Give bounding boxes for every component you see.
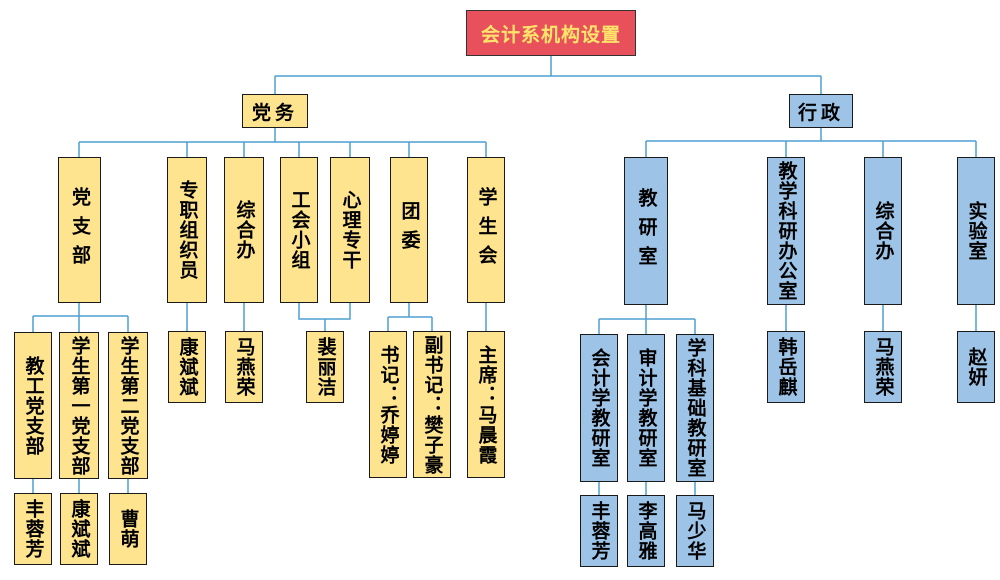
office-unit-admin: 综合办 — [864, 157, 902, 305]
org-chart-title: 会计系机构设置 — [466, 10, 636, 56]
student-union-chair: 主席：马晨霞 — [467, 331, 505, 478]
foundation-research-unit: 学科基础教研室 — [676, 334, 714, 482]
organizer-unit: 专职组织员 — [167, 157, 207, 303]
audit-research-unit: 审计学教研室 — [627, 334, 665, 482]
league-secretary: 书记：乔婷婷 — [369, 331, 407, 478]
academic-office-unit: 教学科研办公室 — [767, 157, 805, 305]
party-branch-unit: 党支部 — [58, 157, 101, 303]
league-deputy-secretary: 副书记：樊子豪 — [413, 331, 451, 478]
staff-branch-person: 丰蓉芳 — [14, 493, 52, 565]
party-branch-box: 党务 — [242, 94, 308, 128]
organizer-person: 康斌斌 — [168, 331, 206, 403]
league-unit: 团委 — [390, 157, 428, 303]
lab-unit: 实验室 — [957, 157, 995, 305]
staff-branch-unit: 教工党支部 — [14, 332, 52, 479]
teaching-research-unit: 教研室 — [624, 157, 668, 305]
office-unit-party: 综合办 — [224, 157, 264, 303]
office-person-admin: 马燕荣 — [864, 331, 902, 403]
accounting-research-person: 丰蓉芳 — [580, 495, 618, 567]
psych-unit: 心理专干 — [330, 157, 370, 303]
student-branch-1-person: 康斌斌 — [60, 493, 98, 565]
student-union-unit: 学生会 — [467, 157, 505, 303]
academic-office-person: 韩岳麒 — [767, 331, 805, 403]
student-branch-1-unit: 学生第一党支部 — [59, 332, 99, 479]
office-person-party: 马燕荣 — [225, 331, 263, 403]
admin-branch-box: 行政 — [789, 94, 853, 128]
audit-research-person: 李高雅 — [627, 495, 665, 567]
student-branch-2-person: 曹萌 — [109, 493, 147, 565]
union-psych-person: 裴丽洁 — [306, 331, 344, 403]
lab-person: 赵妍 — [957, 331, 995, 403]
foundation-research-person: 马少华 — [676, 495, 714, 567]
union-unit: 工会小组 — [280, 157, 318, 303]
student-branch-2-unit: 学生第二党支部 — [108, 332, 148, 479]
accounting-research-unit: 会计学教研室 — [580, 334, 618, 482]
